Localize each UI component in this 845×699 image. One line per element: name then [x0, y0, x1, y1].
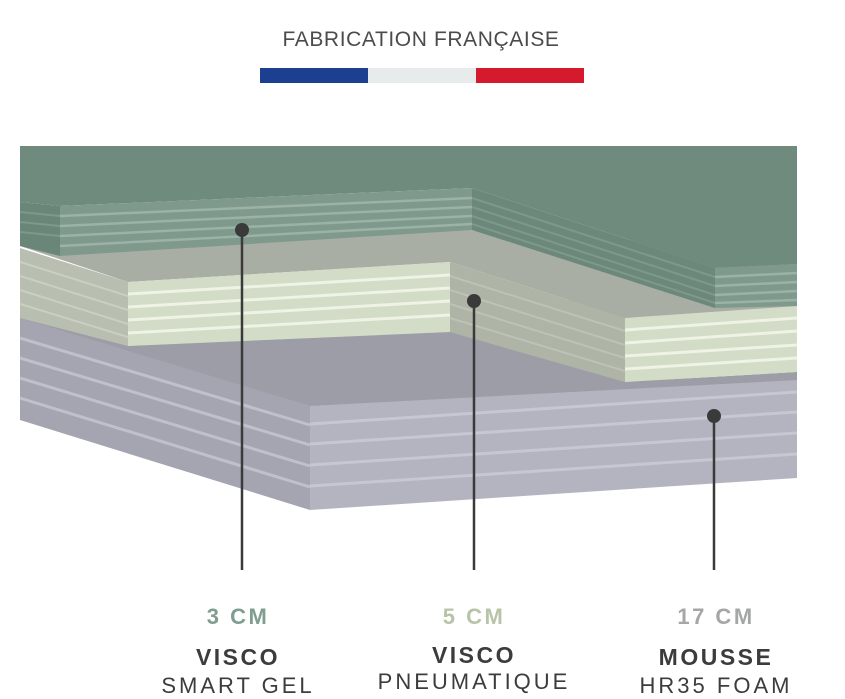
label-mousse: 17 CM MOUSSE HR35 FOAM: [606, 604, 826, 699]
thickness-pneumatique: 5 CM: [442, 604, 506, 629]
layer-mousse-17cm: [20, 300, 797, 510]
flag-stripe-blue: [260, 68, 368, 83]
name-mousse: MOUSSE: [658, 644, 774, 670]
label-pneumatique: 5 CM VISCO PNEUMATIQUE: [364, 604, 584, 695]
name-pneumatique: VISCO: [431, 642, 517, 668]
french-flag: [260, 68, 584, 83]
layer-visco-smart-gel-3cm: [20, 146, 797, 308]
flag-stripe-red: [476, 68, 584, 83]
mattress-layers-diagram: [20, 146, 797, 570]
thickness-smart-gel: 3 CM: [206, 604, 270, 629]
callout-pneumatique: [467, 294, 481, 570]
subname-pneumatique: PNEUMATIQUE: [377, 669, 571, 694]
flag-stripe-white: [368, 68, 476, 83]
subname-smart-gel: SMART GEL: [161, 673, 315, 698]
label-smart-gel: 3 CM VISCO SMART GEL: [128, 604, 348, 699]
subname-mousse: HR35 FOAM: [639, 673, 793, 698]
made-in-france-title: FABRICATION FRANÇAISE: [282, 28, 560, 51]
mattress-layers-page: FABRICATION FRANÇAISE: [20, 28, 797, 698]
callout-mousse: [707, 409, 721, 570]
thickness-mousse: 17 CM: [677, 604, 755, 629]
name-smart-gel: VISCO: [195, 644, 281, 670]
callout-smart-gel: [235, 223, 249, 570]
